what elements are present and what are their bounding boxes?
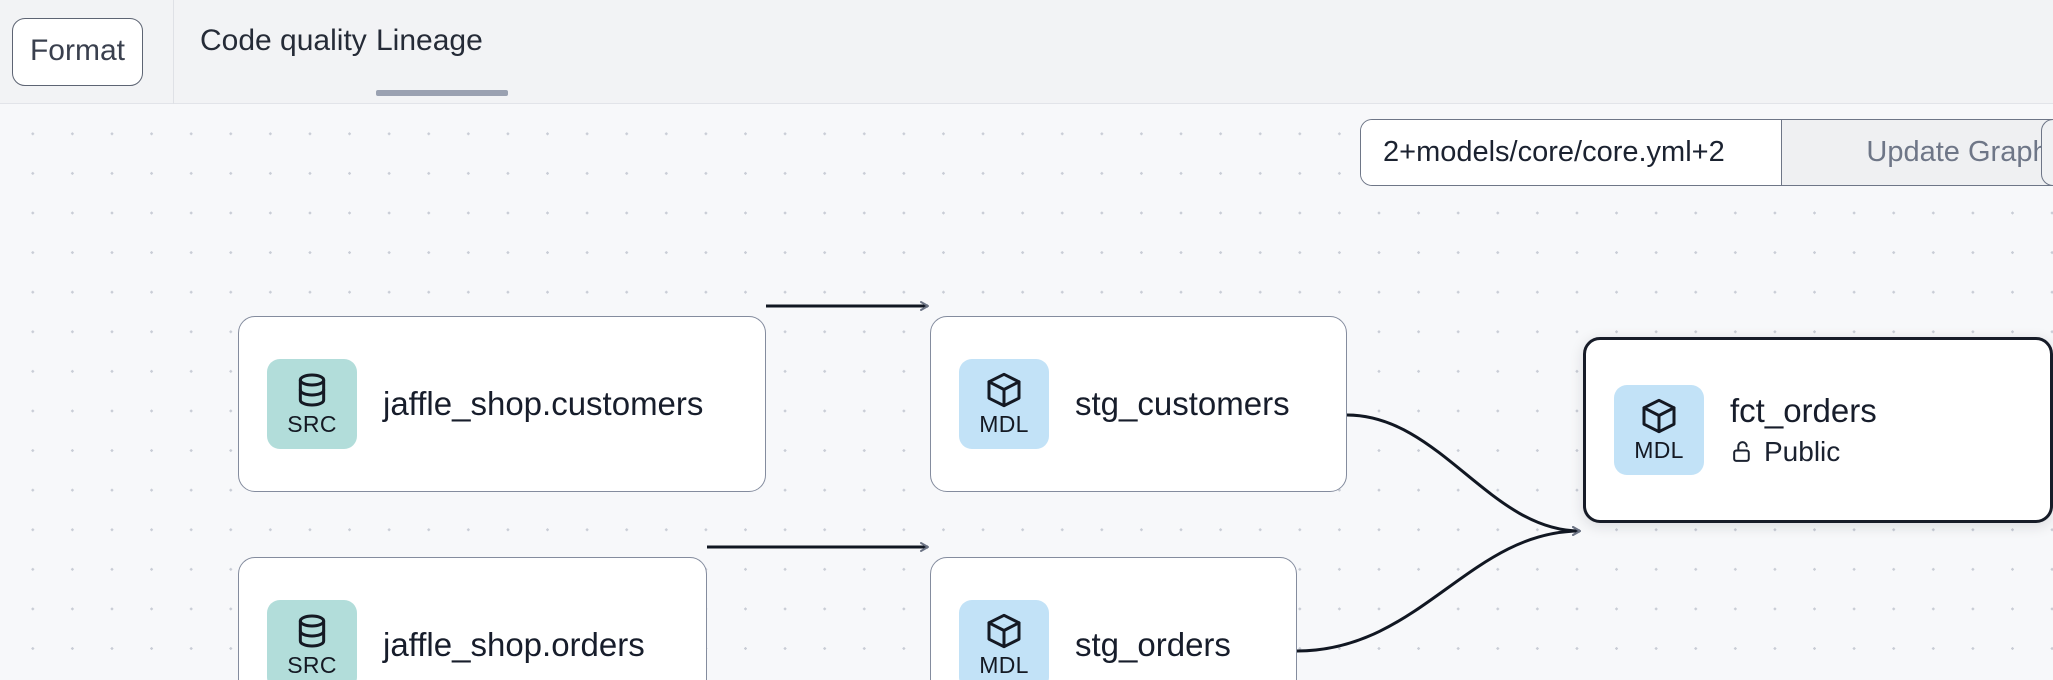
node-title: fct_orders — [1730, 392, 1877, 430]
node-badge-src: SRC — [267, 359, 357, 449]
node-body: fct_orders Public — [1730, 392, 1877, 468]
lineage-edges — [707, 301, 1581, 653]
node-body: stg_customers — [1075, 385, 1290, 423]
edge-stg-orders-to-fct-orders — [1296, 526, 1581, 653]
node-badge-label: SRC — [287, 411, 337, 437]
node-badge-mdl: MDL — [1614, 385, 1704, 475]
node-body: jaffle_shop.customers — [383, 385, 703, 423]
lineage-node-fct-orders[interactable]: MDL fct_orders Public — [1583, 337, 2053, 523]
node-title: jaffle_shop.orders — [383, 626, 645, 664]
tab-lineage-label: Lineage — [376, 24, 483, 57]
node-body: stg_orders — [1075, 626, 1231, 664]
editor-header-bar: Format Code quality Lineage — [0, 0, 2053, 104]
node-body: jaffle_shop.orders — [383, 626, 645, 664]
format-button[interactable]: Format — [12, 18, 143, 86]
node-badge-mdl: MDL — [959, 359, 1049, 449]
cube-icon — [984, 370, 1024, 410]
database-icon — [292, 611, 332, 651]
node-badge-label: SRC — [287, 652, 337, 678]
lineage-node-stg-orders[interactable]: MDL stg_orders — [930, 557, 1297, 680]
unlock-icon — [1730, 439, 1755, 464]
tab-code-quality-label: Code quality — [200, 24, 367, 57]
header-divider — [173, 0, 174, 104]
lineage-selector-input[interactable] — [1361, 120, 1781, 185]
cube-icon — [1639, 396, 1679, 436]
node-badge-label: MDL — [979, 652, 1029, 678]
cube-icon — [984, 611, 1024, 651]
node-title: stg_orders — [1075, 626, 1231, 664]
lineage-graph-canvas[interactable]: SRC jaffle_shop.customers MDL stg_custo — [0, 104, 2053, 680]
node-badge-src: SRC — [267, 600, 357, 680]
node-access-badge: Public — [1730, 436, 1877, 468]
tab-lineage[interactable]: Lineage — [376, 0, 508, 104]
update-graph-button[interactable]: Update Graph — [1781, 120, 2053, 185]
tab-lineage-active-underline — [376, 90, 508, 96]
lineage-node-jaffle-shop-orders[interactable]: SRC jaffle_shop.orders — [238, 557, 707, 680]
lineage-node-jaffle-shop-customers[interactable]: SRC jaffle_shop.customers — [238, 316, 766, 492]
database-icon — [292, 370, 332, 410]
node-access-label: Public — [1764, 435, 1841, 467]
edge-stg-customers-to-fct-orders — [1346, 413, 1581, 536]
lineage-node-stg-customers[interactable]: MDL stg_customers — [930, 316, 1347, 492]
node-badge-mdl: MDL — [959, 600, 1049, 680]
node-badge-label: MDL — [1634, 437, 1684, 463]
toolbar-overflow-button[interactable] — [2041, 119, 2053, 186]
node-title: jaffle_shop.customers — [383, 385, 704, 423]
node-badge-label: MDL — [979, 411, 1029, 437]
tab-code-quality[interactable]: Code quality — [200, 0, 367, 104]
lineage-selector-group: Update Graph — [1360, 119, 2053, 186]
node-title: stg_customers — [1075, 385, 1290, 423]
lineage-toolbar: Update Graph — [1360, 119, 2053, 186]
